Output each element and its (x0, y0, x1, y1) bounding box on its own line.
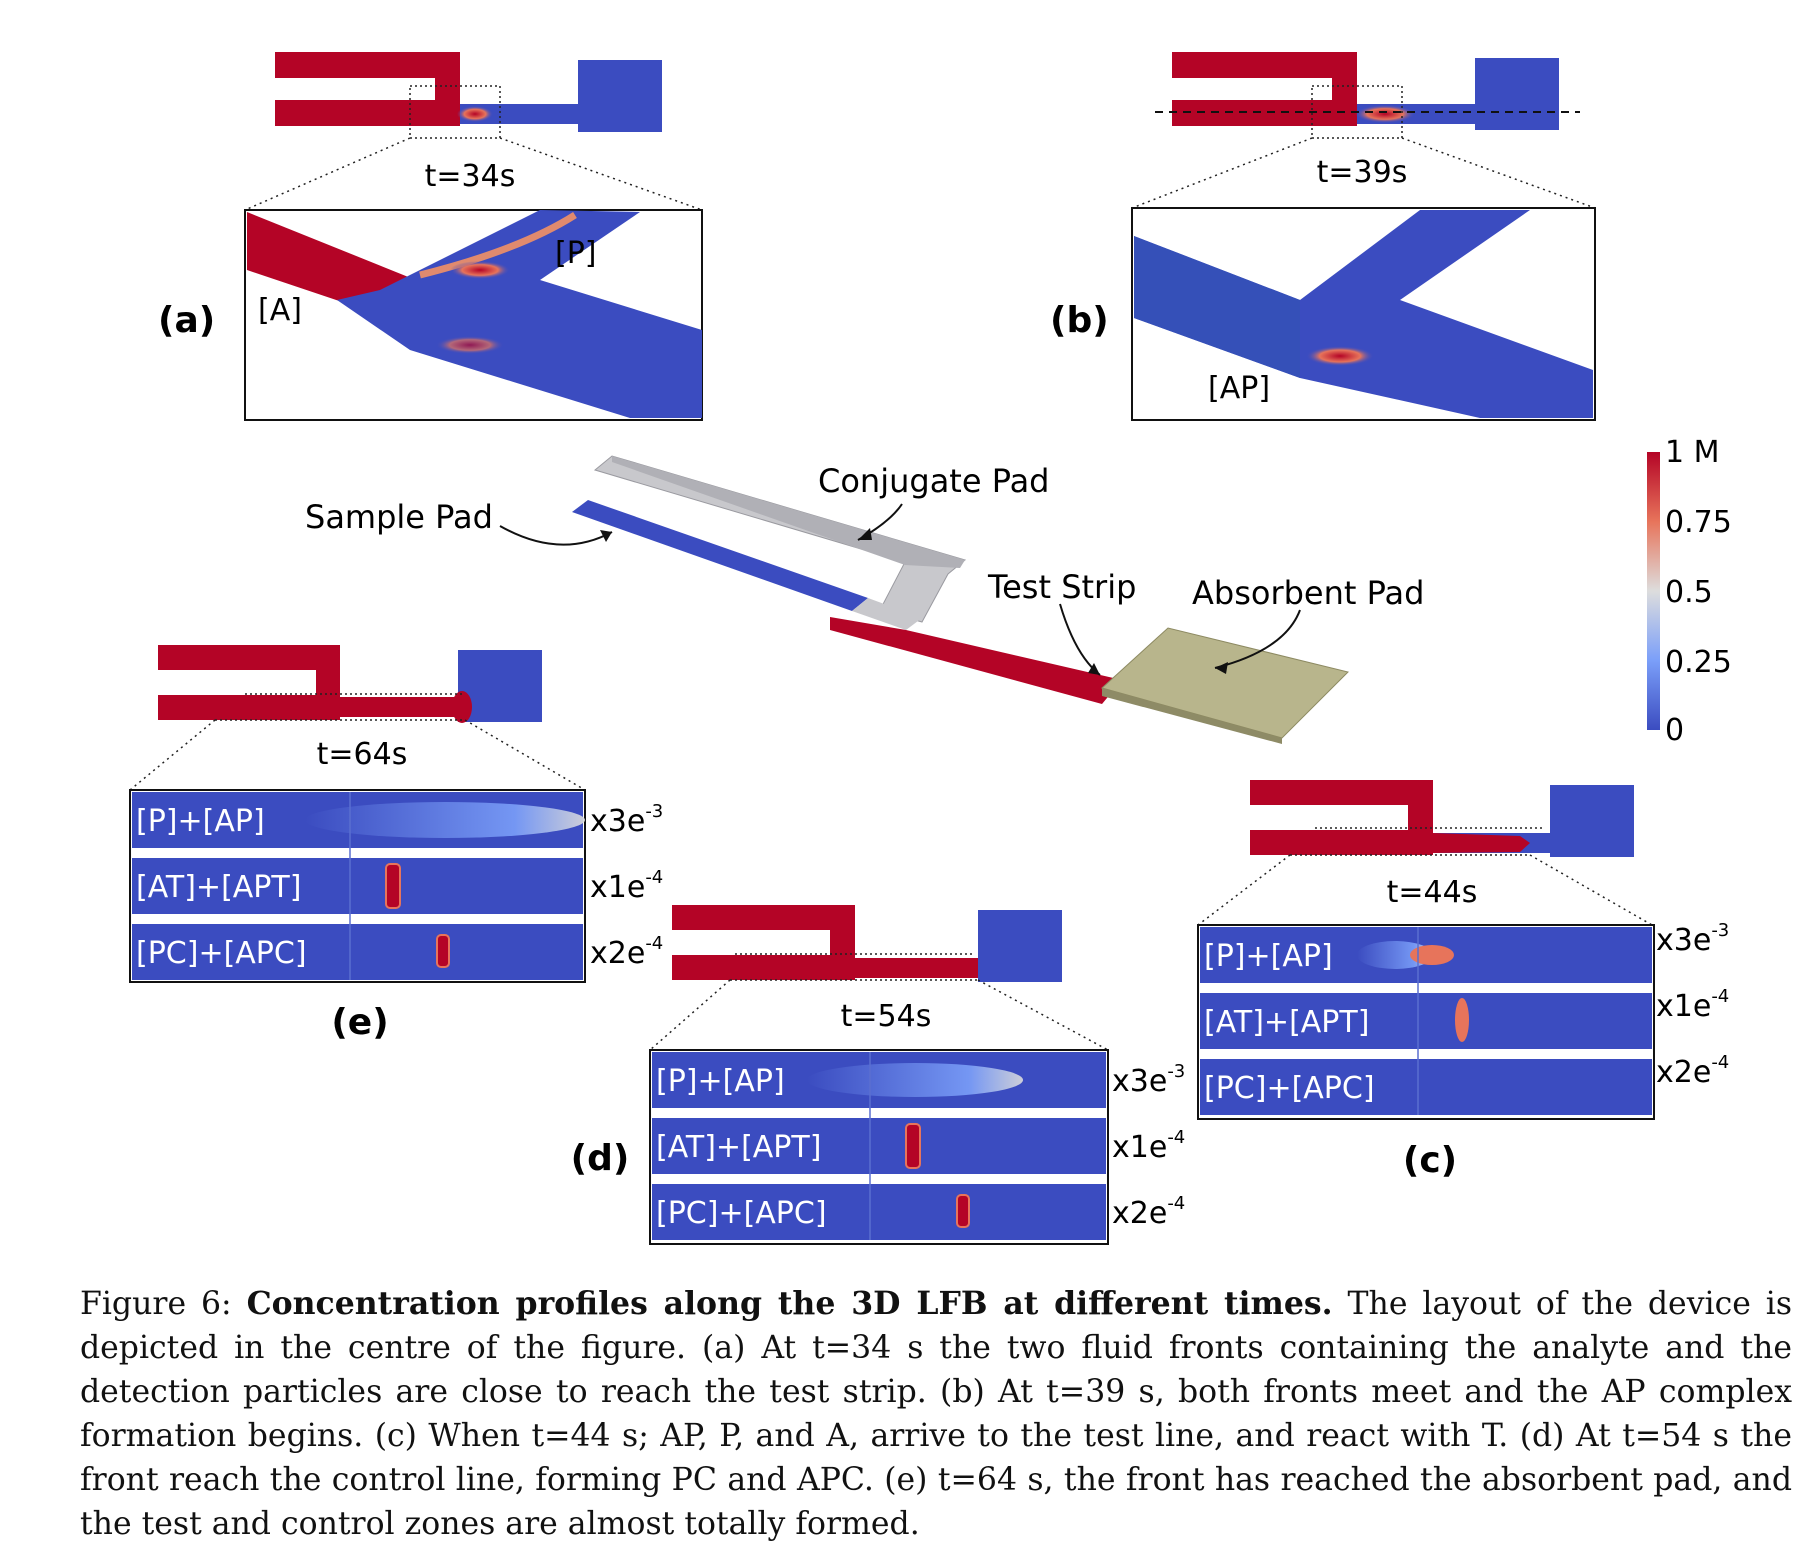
colorbar-tick-0: 0 (1665, 713, 1684, 748)
label-sample-pad: Sample Pad (305, 498, 493, 536)
caption-bold-title: Concentration profiles along the 3D LFB … (246, 1285, 1333, 1322)
panel-c-scale-1: x3e-3 (1656, 920, 1729, 958)
panel-b-zoom-view (1131, 207, 1596, 421)
device-layout: Conjugate Pad Sample Pad Test Strip Abso… (305, 455, 1424, 744)
panel-c-profiles (1197, 924, 1655, 1120)
panel-d-scale-1: x3e-3 (1112, 1061, 1185, 1099)
panel-c-row-label-3: [PC]+[APC] (1204, 1071, 1375, 1106)
panel-e-scale-3: x2e-4 (590, 933, 663, 971)
panel-c-device-thumbnail (1250, 780, 1634, 857)
panel-e-row-label-3: [PC]+[APC] (136, 936, 307, 971)
panel-a-tag-p: [P] (555, 236, 597, 271)
panel-a-time: t=34s (425, 159, 516, 194)
panel-c-row-label-1: [P]+[AP] (1204, 939, 1333, 974)
profile-row-pc-apc (652, 1184, 1106, 1240)
panel-b-device-thumbnail (1155, 52, 1580, 139)
panel-e-scale-1: x3e-3 (590, 801, 663, 839)
panel-d-scale-2: x1e-4 (1112, 1127, 1185, 1165)
test-strip (830, 617, 1122, 704)
panel-d: t=54s [P]+[AP] [AT]+[APT] [PC]+[APC] x3e… (571, 905, 1185, 1245)
panel-d-profiles (649, 1049, 1109, 1245)
colorbar-gradient (1647, 452, 1660, 730)
panel-c: t=44s [P]+[AP] [AT]+[APT] [PC]+[APC] x3e… (1197, 780, 1729, 1181)
panel-a-label: (a) (158, 300, 215, 341)
panel-a-device-thumbnail (275, 52, 662, 139)
sample-pad (572, 500, 868, 611)
profile-row-pc-apc (1200, 1059, 1652, 1115)
panel-c-time: t=44s (1387, 875, 1478, 910)
caption-prefix: Figure 6: (80, 1286, 247, 1322)
label-conjugate-pad: Conjugate Pad (818, 462, 1049, 500)
panel-a: t=34s [P] [A] (a) (158, 52, 703, 421)
panel-b-tag-ap: [AP] (1208, 371, 1270, 406)
panel-e-row-label-2: [AT]+[APT] (136, 870, 301, 905)
panel-d-device-thumbnail (672, 905, 1062, 982)
profile-row-at-apt (1200, 993, 1652, 1049)
panel-d-time: t=54s (841, 999, 932, 1034)
panel-c-scale-3: x2e-4 (1656, 1052, 1729, 1090)
panel-d-row-label-3: [PC]+[APC] (656, 1196, 827, 1231)
label-absorbent-pad: Absorbent Pad (1192, 574, 1424, 612)
colorbar-tick-075: 0.75 (1665, 505, 1732, 540)
colorbar-tick-05: 0.5 (1665, 575, 1713, 610)
panel-a-zoom-view (244, 209, 703, 421)
panel-d-label: (d) (571, 1138, 630, 1179)
panel-e-scale-2: x1e-4 (590, 867, 663, 905)
profile-row-at-apt (652, 1118, 1106, 1174)
figure-caption: Figure 6: Concentration profiles along t… (80, 1282, 1792, 1546)
caption-body: The layout of the device is depicted in … (80, 1286, 1793, 1542)
panel-e-profiles (129, 789, 586, 983)
panel-e: t=64s [P]+[AP] [AT]+[APT] [PC]+[APC] x3e… (129, 645, 663, 1043)
panel-b-label: (b) (1050, 300, 1109, 341)
panel-c-scale-2: x1e-4 (1656, 986, 1729, 1024)
panel-e-row-label-1: [P]+[AP] (136, 804, 265, 839)
panel-e-time: t=64s (317, 737, 408, 772)
absorbent-pad (1100, 627, 1349, 739)
profile-row-at-apt (132, 858, 583, 914)
profile-row-pc-apc (132, 924, 583, 980)
panel-e-label: (e) (331, 1002, 388, 1043)
colorbar-tick-1: 1 M (1665, 435, 1720, 470)
figure-canvas: t=34s [P] [A] (a) t=39s (129, 52, 1732, 1245)
colorbar: 1 M 0.75 0.5 0.25 0 (1647, 435, 1732, 748)
panel-d-scale-3: x2e-4 (1112, 1193, 1185, 1231)
label-test-strip: Test Strip (987, 568, 1136, 606)
panel-d-row-label-2: [AT]+[APT] (656, 1130, 821, 1165)
panel-a-tag-a: [A] (258, 293, 302, 328)
panel-b-time: t=39s (1317, 155, 1408, 190)
colorbar-tick-025: 0.25 (1665, 645, 1732, 680)
panel-c-row-label-2: [AT]+[APT] (1204, 1005, 1369, 1040)
panel-b: t=39s [AP] (b) (1050, 52, 1596, 421)
panel-d-row-label-1: [P]+[AP] (656, 1064, 785, 1099)
panel-e-device-thumbnail (158, 645, 542, 723)
panel-c-label: (c) (1403, 1140, 1457, 1181)
